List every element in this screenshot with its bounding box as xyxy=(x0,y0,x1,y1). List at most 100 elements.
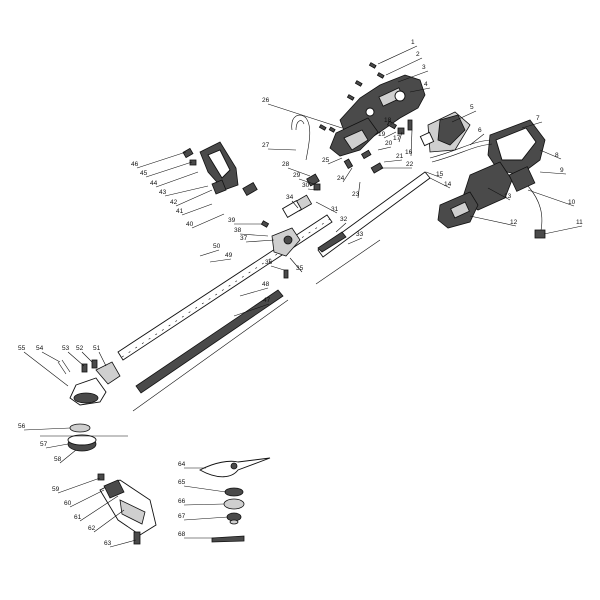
leader-line-56 xyxy=(23,427,71,431)
blade-set xyxy=(199,457,271,543)
shaft-coupler xyxy=(260,220,301,257)
part-label-3: 3 xyxy=(422,64,426,71)
part-label-29: 29 xyxy=(293,172,301,179)
leader-line-11 xyxy=(543,225,583,235)
part-label-6: 6 xyxy=(478,127,482,134)
main-shaft xyxy=(117,214,333,361)
leader-line-19 xyxy=(383,131,397,139)
part-label-30: 30 xyxy=(302,182,310,189)
part-label-66: 66 xyxy=(178,498,186,505)
leader-line-43 xyxy=(164,185,209,197)
part-number-labels: 1234567891011121314151617181920212223242… xyxy=(18,39,583,548)
leader-line-17 xyxy=(398,131,403,143)
leader-line-21 xyxy=(383,159,403,163)
part-label-43: 43 xyxy=(159,189,167,196)
part-label-12: 12 xyxy=(510,219,518,226)
power-cord xyxy=(429,139,491,159)
leader-line-38 xyxy=(239,233,269,237)
part-label-4: 4 xyxy=(424,81,428,88)
upper-cable-sleeve xyxy=(317,231,347,253)
leader-line-46 xyxy=(136,151,187,169)
plug-cable xyxy=(527,185,546,239)
leader-line-26 xyxy=(267,103,343,129)
wrench-54 xyxy=(57,359,71,375)
part-label-50: 50 xyxy=(213,243,221,250)
part-label-48: 48 xyxy=(262,281,270,288)
part-label-28: 28 xyxy=(282,161,290,168)
part-label-23: 23 xyxy=(352,191,360,198)
part-label-14: 14 xyxy=(444,181,452,188)
part-label-10: 10 xyxy=(568,199,576,206)
handle-lower-housing xyxy=(329,117,379,157)
leader-line-8 xyxy=(539,149,562,160)
cord-loop xyxy=(291,114,311,161)
rear-handle xyxy=(437,119,546,229)
part-label-33: 33 xyxy=(356,231,364,238)
flex-shaft-47 xyxy=(132,299,289,412)
part-label-7: 7 xyxy=(536,115,540,122)
leader-line-13 xyxy=(487,187,511,201)
leader-line-65 xyxy=(183,485,227,493)
leader-line-59 xyxy=(57,477,101,494)
part-label-8: 8 xyxy=(555,152,559,159)
leader-line-34 xyxy=(291,200,299,209)
leader-line-28 xyxy=(287,167,311,177)
leader-line-63 xyxy=(109,539,137,548)
leader-line-48 xyxy=(239,287,269,297)
leader-line-60 xyxy=(69,489,105,508)
part-label-19: 19 xyxy=(378,131,386,138)
leader-line-23 xyxy=(357,181,361,199)
part-label-13: 13 xyxy=(504,193,512,200)
leader-line-1 xyxy=(377,45,418,65)
leader-line-51 xyxy=(98,351,107,367)
pin-36 xyxy=(283,269,289,279)
part-label-51: 51 xyxy=(93,345,101,352)
leader-line-30 xyxy=(307,188,319,191)
leader-line-4 xyxy=(409,87,431,93)
leader-line-16 xyxy=(410,129,413,157)
part-label-27: 27 xyxy=(262,142,270,149)
part-label-16: 16 xyxy=(405,149,413,156)
leader-line-54 xyxy=(41,351,61,363)
cable-sleeve xyxy=(135,289,284,394)
part-label-47: 47 xyxy=(263,297,271,304)
leader-line-5 xyxy=(451,110,477,123)
part-label-45: 45 xyxy=(140,170,148,177)
leader-line-67 xyxy=(183,516,229,521)
part-label-41: 41 xyxy=(176,208,184,215)
leader-line-31 xyxy=(315,201,338,214)
leader-line-27 xyxy=(267,148,297,151)
guard-assembly xyxy=(97,473,157,545)
part-label-59: 59 xyxy=(52,486,60,493)
leader-line-66 xyxy=(183,503,225,506)
part-label-68: 68 xyxy=(178,531,186,538)
part-label-32: 32 xyxy=(340,216,348,223)
leader-line-3 xyxy=(397,70,429,83)
leader-line-25 xyxy=(327,157,343,165)
leader-line-14 xyxy=(429,177,451,189)
part-label-49: 49 xyxy=(225,252,233,259)
leader-line-10 xyxy=(527,189,575,207)
part-label-20: 20 xyxy=(385,140,393,147)
motor-unit xyxy=(419,111,471,153)
part-label-58: 58 xyxy=(54,456,62,463)
leader-line-44 xyxy=(155,171,199,188)
part-label-38: 38 xyxy=(234,227,242,234)
part-label-11: 11 xyxy=(576,219,583,226)
screw-27a xyxy=(318,124,327,131)
leader-line-47 xyxy=(233,303,270,317)
leader-line-32 xyxy=(335,222,347,233)
leader-line-29 xyxy=(298,178,315,185)
leader-line-45 xyxy=(145,161,193,178)
part-label-52: 52 xyxy=(76,345,84,352)
flex-shaft-33 xyxy=(315,239,381,285)
part-label-2: 2 xyxy=(416,51,420,58)
part-label-65: 65 xyxy=(178,479,186,486)
part-label-22: 22 xyxy=(406,161,414,168)
part-label-42: 42 xyxy=(170,199,178,206)
part-label-40: 40 xyxy=(186,221,194,228)
part-label-37: 37 xyxy=(240,235,248,242)
screws-top xyxy=(346,62,385,101)
power-cord-inner xyxy=(431,143,493,163)
